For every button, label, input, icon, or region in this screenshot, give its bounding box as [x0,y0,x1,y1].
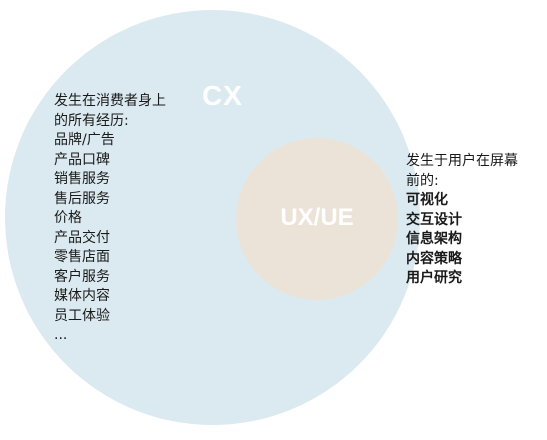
cx-item: 品牌/广告 [54,132,115,148]
ux-item: 可视化 [406,192,448,208]
cx-item: 产品交付 [54,229,110,246]
ux-ue-description: 发生于用户在屏幕 前的: 可视化 交互设计 信息架构 内容策略 用户研究 [406,152,518,289]
cx-item: 员工体验 [54,307,110,324]
ux-item: 信息架构 [406,231,462,247]
ux-ue-circle [236,138,398,300]
ux-ue-label: UX/UE [280,204,354,231]
ux-item: 内容策略 [406,250,462,267]
cx-item: 产品口碑 [54,151,110,168]
cx-item: 客户服务 [54,268,110,285]
cx-label: CX [202,80,243,111]
cx-description-line: 的所有经历: [54,112,129,129]
cx-item: 销售服务 [54,171,110,187]
cx-item: 价格 [54,210,82,226]
ux-item: 交互设计 [406,211,462,228]
ux-description-line: 发生于用户在屏幕 [406,153,518,169]
ux-description-line: 前的: [406,172,439,189]
cx-item: 零售店面 [54,249,110,265]
cx-ellipsis: ... [54,327,68,343]
cx-item: 媒体内容 [54,288,110,304]
cx-item: 售后服务 [54,190,110,207]
cx-description-line: 发生在消费者身上 [54,93,166,109]
ux-item: 用户研究 [406,270,462,286]
cx-description: 发生在消费者身上 的所有经历: 品牌/广告 产品口碑 销售服务 售后服务 价格 … [54,92,166,346]
